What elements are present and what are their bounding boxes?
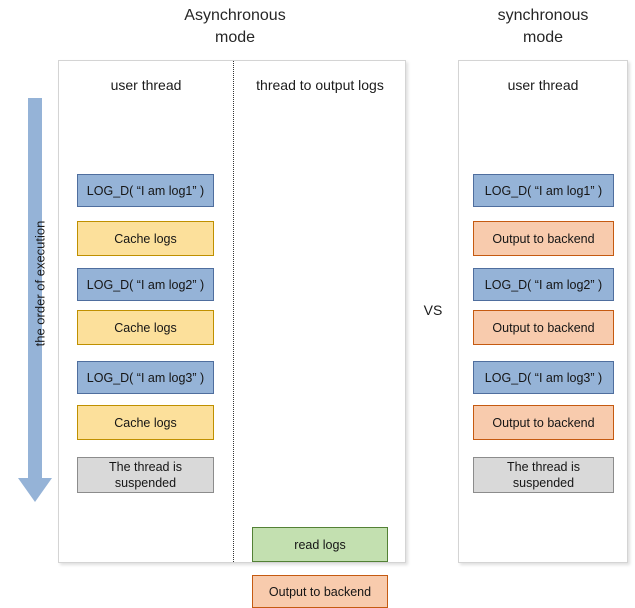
order-of-execution-label: the order of execution	[32, 220, 48, 347]
column-header-user-thread-sync: user thread	[507, 77, 579, 93]
sync-mode-title: synchronous mode	[497, 7, 589, 46]
step-box-cache-logs-1[interactable]: Cache logs	[77, 221, 214, 256]
step-box-log-d-3[interactable]: LOG_D( “I am log3” )	[77, 361, 214, 394]
async-mode-title: Asynchronous mode	[184, 7, 286, 46]
order-of-execution-arrow: the order of execution	[14, 98, 56, 506]
sync-step-box-log-d-1[interactable]: LOG_D( “I am log1” )	[473, 174, 614, 207]
thread-divider	[233, 61, 234, 562]
sync-step-box-thread-suspended[interactable]: The thread is suspended	[473, 457, 614, 493]
sync-step-box-log-d-3[interactable]: LOG_D( “I am log3” )	[473, 361, 614, 394]
step-box-cache-logs-2[interactable]: Cache logs	[77, 310, 214, 345]
asynchronous-panel: user thread thread to output logs LOG_D(…	[58, 60, 406, 608]
step-box-log-d-1[interactable]: LOG_D( “I am log1” )	[77, 174, 214, 207]
step-box-thread-suspended-async[interactable]: The thread is suspended	[77, 457, 214, 493]
column-header-output-log-thread: thread to output logs	[256, 77, 384, 93]
step-box-cache-logs-3[interactable]: Cache logs	[77, 405, 214, 440]
step-box-log-d-2[interactable]: LOG_D( “I am log2” )	[77, 268, 214, 301]
sync-step-box-output-to-backend-3[interactable]: Output to backend	[473, 405, 614, 440]
step-box-output-to-backend-async[interactable]: Output to backend	[252, 575, 388, 608]
step-box-read-logs[interactable]: read logs	[252, 527, 388, 562]
sync-step-box-log-d-2[interactable]: LOG_D( “I am log2” )	[473, 268, 614, 301]
sync-step-box-output-to-backend-2[interactable]: Output to backend	[473, 310, 614, 345]
vs-label: VS	[423, 302, 443, 318]
down-arrow-icon	[18, 98, 52, 502]
synchronous-panel: user thread LOG_D( “I am log1” ) Output …	[458, 60, 628, 563]
sync-step-box-output-to-backend-1[interactable]: Output to backend	[473, 221, 614, 256]
column-header-user-thread-async: user thread	[110, 77, 182, 93]
